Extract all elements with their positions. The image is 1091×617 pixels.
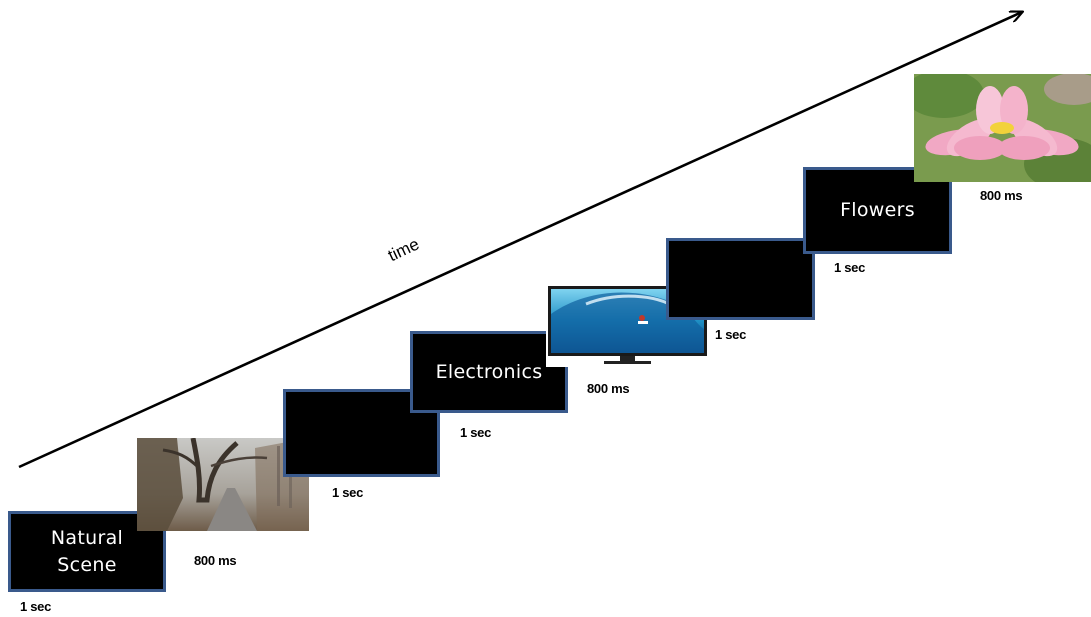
cue-label: Electronics: [435, 360, 543, 383]
lotus-flower-image: [914, 74, 1091, 182]
blank-screen: [666, 238, 815, 320]
cue-screen-electronics: Electronics: [410, 331, 568, 413]
cue-label: Natural Scene: [50, 526, 124, 576]
duration-label: 1 sec: [460, 425, 492, 440]
duration-label: 800 ms: [587, 381, 630, 396]
duration-label: 1 sec: [332, 485, 364, 500]
cue-label: Flowers: [840, 199, 915, 221]
cue-screen-flowers: Flowers: [803, 167, 952, 254]
duration-label: 1 sec: [20, 599, 52, 614]
duration-label: 1 sec: [715, 327, 747, 342]
duration-label: 1 sec: [834, 260, 866, 275]
duration-label: 800 ms: [980, 188, 1023, 203]
duration-label: 800 ms: [194, 553, 237, 568]
forest-road-image: [137, 438, 309, 531]
